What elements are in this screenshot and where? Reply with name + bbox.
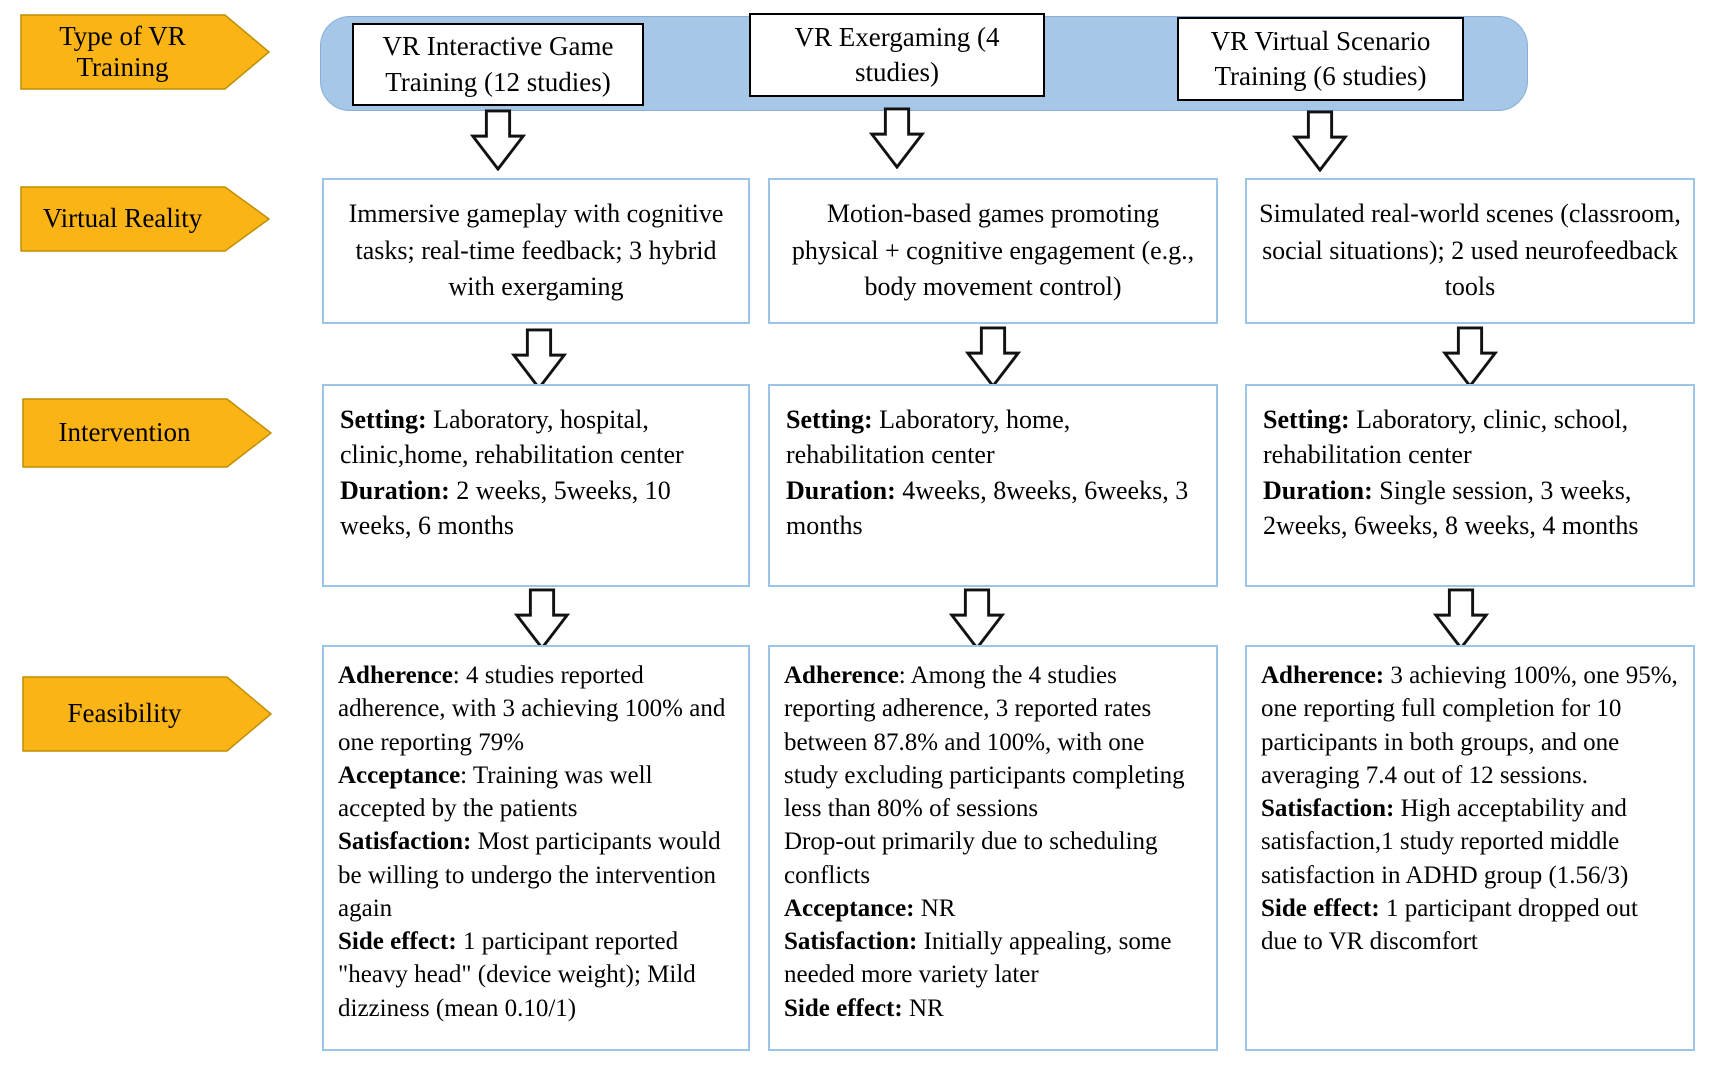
intervention-box-virtual-scenario: Setting: Laboratory, clinic, school, reh… bbox=[1245, 384, 1695, 587]
down-arrow-icon bbox=[513, 588, 571, 650]
row-label-virtual-reality: Virtual Reality bbox=[20, 186, 270, 252]
row-label-type-of-vr-training: Type of VR Training bbox=[20, 14, 270, 90]
chevron-arrow-shape bbox=[20, 14, 270, 90]
vr-description-box-virtual-scenario: Simulated real-world scenes (classroom, … bbox=[1245, 178, 1695, 324]
box-text-line: Setting: Laboratory, clinic, school, reh… bbox=[1263, 405, 1629, 470]
down-arrow-icon bbox=[868, 107, 926, 169]
down-arrow-icon bbox=[1291, 110, 1349, 172]
vr-description-box-interactive-game: Immersive gameplay with cognitive tasks;… bbox=[322, 178, 750, 324]
box-text-line: Satisfaction: High acceptability and sat… bbox=[1261, 795, 1629, 889]
down-arrow-icon bbox=[948, 588, 1006, 650]
header-text: VR Virtual Scenario Training (6 studies) bbox=[1210, 25, 1431, 91]
row-label-intervention: Intervention bbox=[22, 398, 272, 468]
box-text-line: Setting: Laboratory, home, rehabilitatio… bbox=[786, 405, 1071, 470]
box-text-line: Side effect: NR bbox=[784, 994, 944, 1022]
row-label-text: Intervention bbox=[58, 417, 191, 448]
box-text-line: Side effect: 1 participant reported "hea… bbox=[338, 928, 696, 1022]
feasibility-box-exergaming: Adherence: Among the 4 studies reporting… bbox=[768, 645, 1218, 1051]
vr-description-text: Simulated real-world scenes (classroom, … bbox=[1259, 199, 1681, 302]
row-label-feasibility: Feasibility bbox=[22, 676, 272, 752]
box-text-line: Acceptance: NR bbox=[784, 894, 956, 922]
header-text: VR Exergaming (4 studies) bbox=[794, 21, 1000, 87]
feasibility-box-virtual-scenario: Adherence: 3 achieving 100%, one 95%, on… bbox=[1245, 645, 1695, 1051]
box-text-line: Duration: Single session, 3 weeks, 2week… bbox=[1263, 475, 1639, 541]
down-arrow-icon bbox=[964, 326, 1022, 388]
intervention-box-interactive-game: Setting: Laboratory, hospital, clinic,ho… bbox=[322, 384, 750, 587]
box-text-line: Satisfaction: Most participants would be… bbox=[338, 828, 721, 922]
box-text-line: Duration: 4weeks, 8weeks, 6weeks, 3 mont… bbox=[786, 475, 1189, 541]
box-text-line: Adherence: Among the 4 studies reporting… bbox=[784, 662, 1185, 889]
down-arrow-icon bbox=[1432, 588, 1490, 650]
chevron-arrow-shape bbox=[22, 676, 272, 752]
row-label-text: Type of VR Training bbox=[59, 20, 186, 82]
header-box-vr-interactive-game: VR Interactive Game Training (12 studies… bbox=[352, 23, 644, 106]
feasibility-box-interactive-game: Adherence: 4 studies reported adherence,… bbox=[322, 645, 750, 1051]
header-box-vr-exergaming: VR Exergaming (4 studies) bbox=[749, 13, 1045, 97]
chevron-arrow-shape bbox=[22, 398, 272, 468]
box-text-line: Setting: Laboratory, hospital, clinic,ho… bbox=[340, 405, 684, 470]
row-label-text: Virtual Reality bbox=[42, 203, 203, 234]
down-arrow-icon bbox=[1441, 326, 1499, 388]
down-arrow-icon bbox=[469, 109, 527, 171]
box-text-line: Satisfaction: Initially appealing, some … bbox=[784, 928, 1172, 989]
vr-description-box-exergaming: Motion-based games promoting physical + … bbox=[768, 178, 1218, 324]
box-text-line: Side effect: 1 participant dropped out d… bbox=[1261, 894, 1638, 955]
box-text-line: Adherence: 4 studies reported adherence,… bbox=[338, 662, 726, 756]
header-text: VR Interactive Game Training (12 studies… bbox=[382, 31, 614, 97]
row-label-text: Feasibility bbox=[67, 698, 182, 729]
header-box-vr-virtual-scenario: VR Virtual Scenario Training (6 studies) bbox=[1177, 17, 1464, 101]
vr-description-text: Immersive gameplay with cognitive tasks;… bbox=[348, 199, 724, 302]
vr-description-text: Motion-based games promoting physical + … bbox=[791, 199, 1195, 302]
box-text-line: Adherence: 3 achieving 100%, one 95%, on… bbox=[1261, 662, 1678, 789]
box-text-line: Duration: 2 weeks, 5weeks, 10 weeks, 6 m… bbox=[340, 475, 671, 541]
box-text-line: Acceptance: Training was well accepted b… bbox=[338, 761, 653, 822]
down-arrow-icon bbox=[510, 328, 568, 390]
chevron-arrow-shape bbox=[20, 186, 270, 252]
intervention-box-exergaming: Setting: Laboratory, home, rehabilitatio… bbox=[768, 384, 1218, 587]
